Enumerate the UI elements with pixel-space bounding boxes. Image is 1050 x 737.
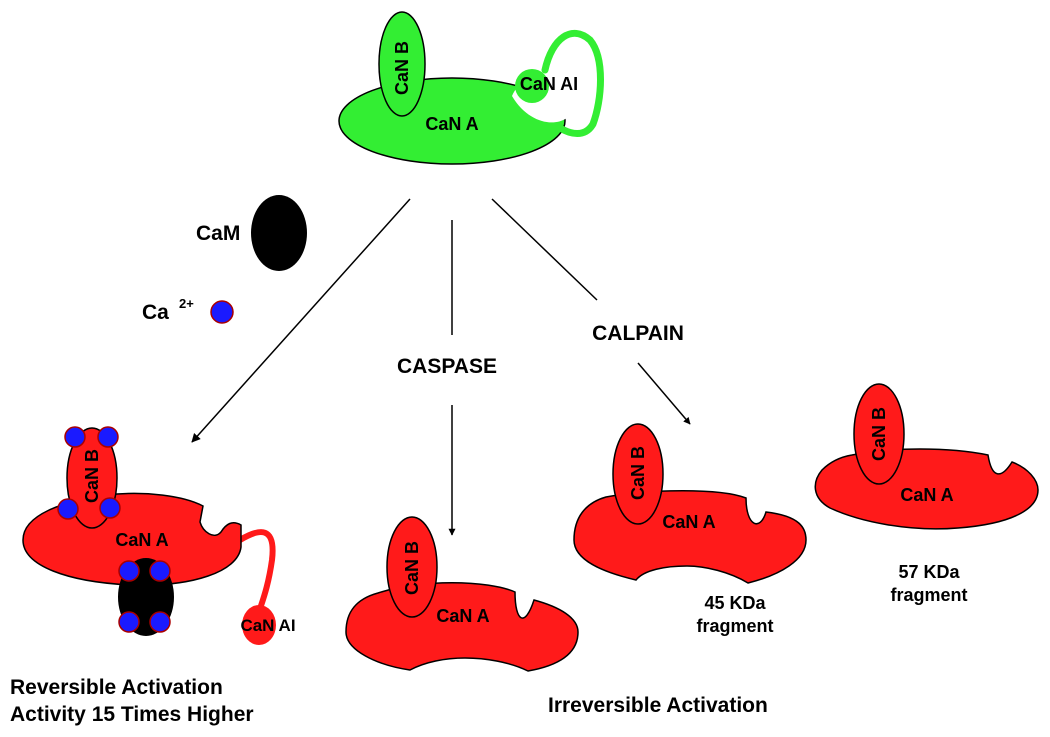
calpain-57kda-fragment: CaN B CaN A 57 KDa fragment: [814, 383, 1039, 605]
can-a-label-45kda: CaN A: [662, 512, 715, 532]
can-b-label-inactive: CaN B: [392, 41, 412, 95]
calcium-ion-bound-1: [64, 426, 86, 448]
can-ai-tether: [237, 529, 276, 615]
fragment-45kda-size: 45 KDa: [704, 593, 766, 613]
can-b-subunit-inactive: [378, 11, 426, 117]
can-b-label-57kda: CaN B: [869, 407, 889, 461]
inactive-calcineurin-complex: CaN B CaN A CaN AI: [338, 11, 604, 165]
can-b-subunit-57kda: [853, 383, 905, 485]
calcium-charge-label: 2+: [179, 296, 194, 311]
can-b-label-caspase: CaN B: [402, 541, 422, 595]
calpain-45kda-fragment: CaN B CaN A 45 KDa fragment: [573, 423, 807, 636]
calcium-ion-bound-2: [97, 426, 119, 448]
caspase-cleaved-complex: CaN B CaN A: [345, 516, 579, 672]
can-a-subunit-45kda: [573, 490, 807, 584]
can-a-label-caspase: CaN A: [436, 606, 489, 626]
fragment-57kda-word: fragment: [890, 585, 967, 605]
can-a-label-reversible: CaN A: [115, 530, 168, 550]
reversible-activation-caption: Reversible Activation: [10, 676, 223, 699]
can-ai-domain-inactive: [515, 69, 549, 103]
can-a-subunit-caspase: [345, 582, 579, 672]
can-ai-label-released: CaN AI: [240, 616, 295, 635]
can-a-label-57kda: CaN A: [900, 485, 953, 505]
legend: CaM Ca 2+: [142, 195, 307, 324]
calcium-ion-bound-8: [149, 611, 171, 633]
fragment-57kda-size: 57 KDa: [898, 562, 960, 582]
caspase-label: CASPASE: [397, 355, 497, 378]
calpain-line-upper: [491, 198, 598, 301]
calpain-label: CALPAIN: [592, 322, 684, 345]
calcium-ion-bound-5: [118, 560, 140, 582]
calpain-arrow-lower: [637, 362, 691, 425]
can-a-label-inactive: CaN A: [425, 114, 478, 134]
calcium-ion-icon: [210, 300, 234, 324]
irreversible-activation-caption: Irreversible Activation: [548, 694, 768, 717]
can-ai-label-inactive: CaN AI: [520, 74, 578, 94]
calcium-label: Ca: [142, 301, 169, 324]
calcium-ion-bound-6: [149, 560, 171, 582]
can-b-label-reversible: CaN B: [82, 449, 102, 503]
fragment-45kda-word: fragment: [696, 616, 773, 636]
calcium-ion-bound-7: [118, 611, 140, 633]
reversible-activated-complex: CaN B CaN A CaN AI: [22, 426, 296, 645]
can-ai-loop: [541, 29, 604, 137]
calcium-ion-bound-3: [57, 498, 79, 520]
calcium-ion-bound-4: [99, 497, 121, 519]
calmodulin-icon: [251, 195, 307, 271]
pathway-arrows: [191, 198, 691, 536]
activity-increase-caption: Activity 15 Times Higher: [10, 703, 254, 726]
can-b-subunit-45kda: [612, 423, 664, 525]
can-b-subunit-caspase: [386, 516, 438, 618]
cam-label: CaM: [196, 222, 240, 245]
arrow-to-reversible: [191, 198, 411, 443]
can-ai-domain-released: [242, 605, 276, 645]
can-b-label-45kda: CaN B: [628, 446, 648, 500]
